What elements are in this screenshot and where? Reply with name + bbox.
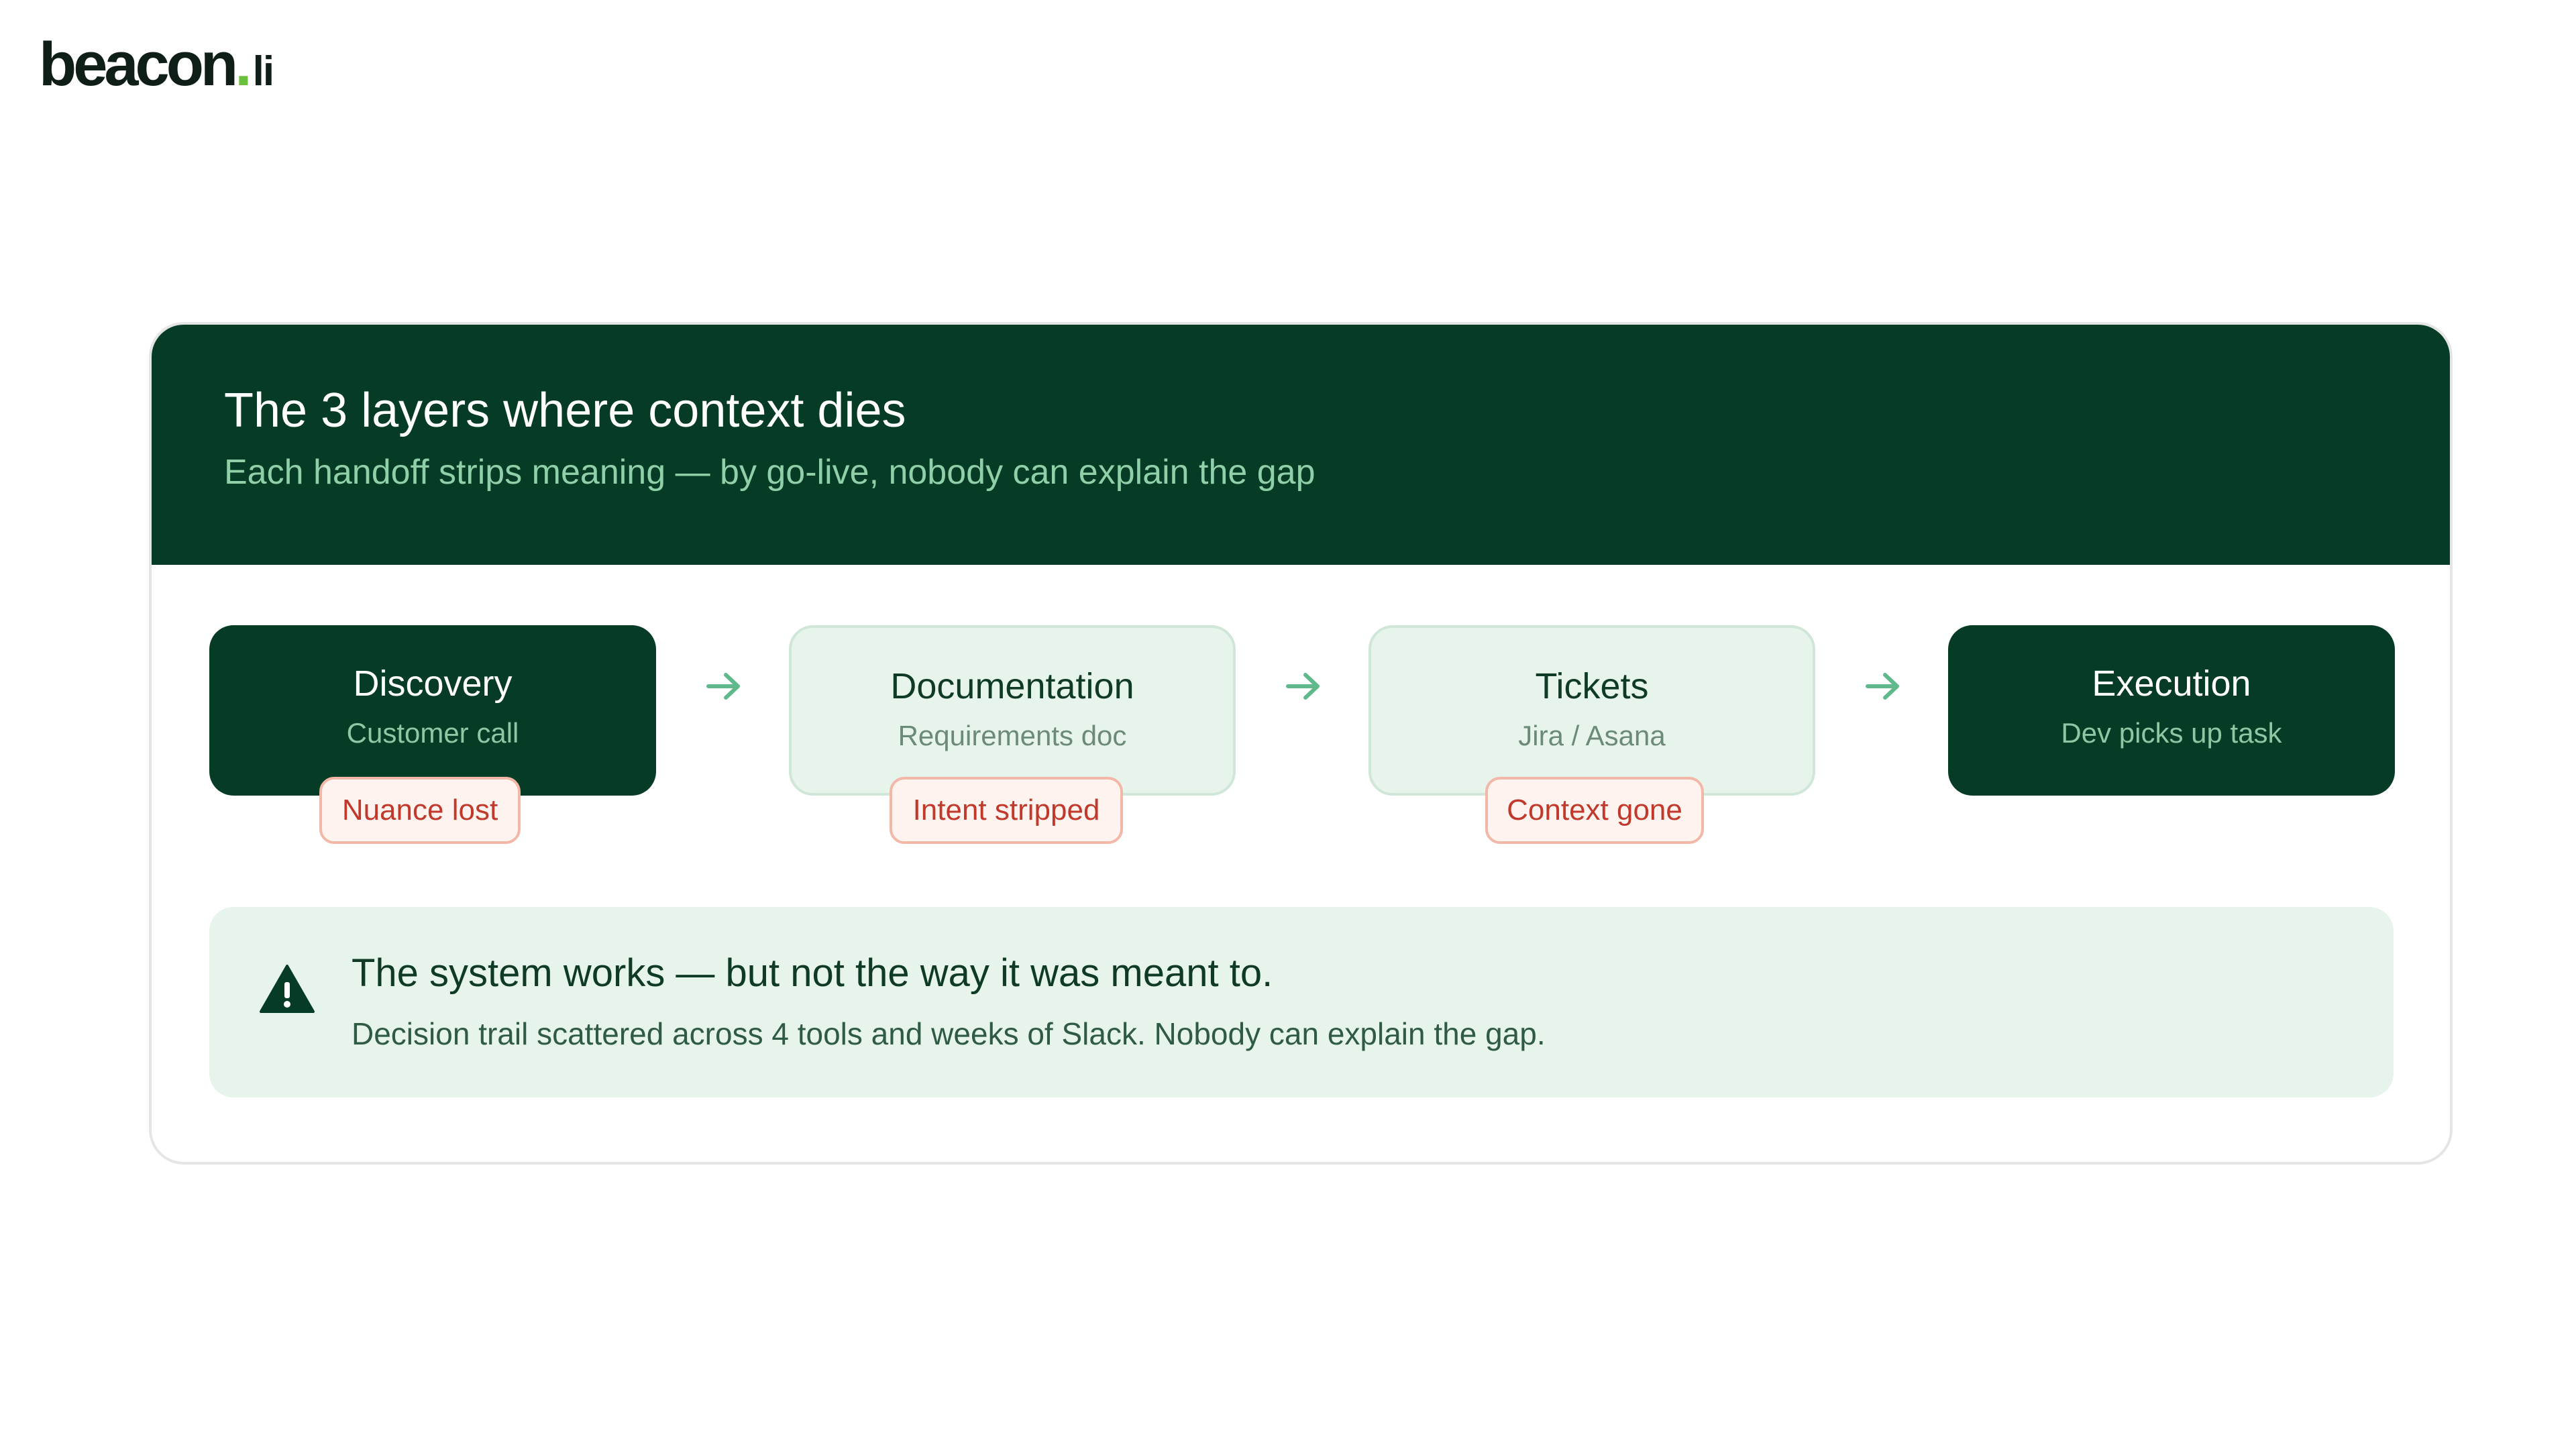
callout-title: The system works — but not the way it wa… — [352, 951, 1273, 995]
stage-subtitle: Dev picks up task — [2061, 717, 2282, 749]
card-title: The 3 layers where context dies — [224, 384, 906, 437]
card-header: The 3 layers where context dies Each han… — [152, 325, 2450, 565]
warning-icon — [260, 965, 315, 1013]
beacon-logo: beacon.li — [39, 30, 274, 99]
stage-title: Documentation — [890, 666, 1134, 706]
stage-tickets: Tickets Jira / Asana — [1368, 625, 1815, 796]
stage-subtitle: Customer call — [346, 717, 519, 749]
stage-documentation: Documentation Requirements doc — [789, 625, 1236, 796]
warning-callout: The system works — but not the way it wa… — [209, 907, 2394, 1097]
card-subtitle: Each handoff strips meaning — by go-live… — [224, 453, 1316, 492]
arrow-right-icon — [706, 673, 740, 700]
loss-tag-nuance: Nuance lost — [319, 777, 521, 844]
stage-subtitle: Requirements doc — [898, 720, 1127, 751]
logo-tld: li — [252, 48, 274, 95]
stage-discovery: Discovery Customer call — [209, 625, 656, 796]
arrow-right-icon — [1866, 673, 1899, 700]
loss-tag-intent: Intent stripped — [890, 777, 1123, 844]
logo-dot: . — [235, 30, 252, 99]
stage-title: Discovery — [353, 663, 513, 704]
stage-execution: Execution Dev picks up task — [1948, 625, 2395, 796]
loss-tag-context: Context gone — [1485, 777, 1704, 844]
arrow-right-icon — [1286, 673, 1320, 700]
stage-title: Execution — [2092, 663, 2251, 704]
stage-subtitle: Jira / Asana — [1518, 720, 1666, 751]
stage-title: Tickets — [1535, 666, 1649, 706]
logo-wordmark: beacon — [39, 30, 238, 99]
callout-body: Decision trail scattered across 4 tools … — [352, 1016, 1546, 1051]
